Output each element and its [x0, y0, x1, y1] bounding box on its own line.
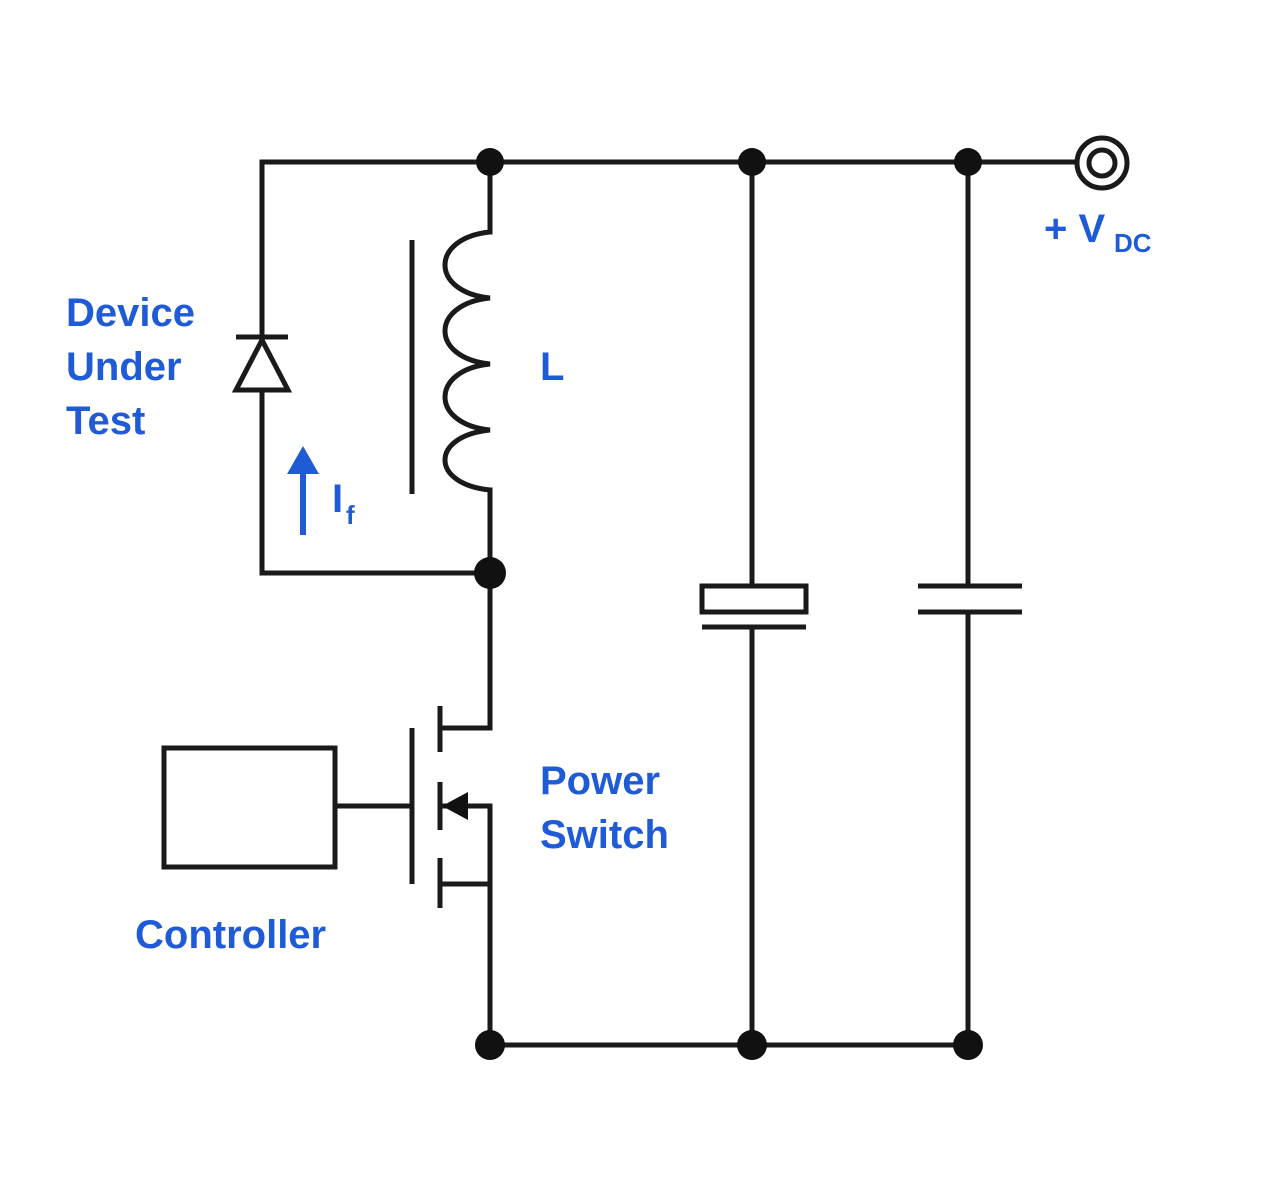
dut-branch-wires [259, 159, 493, 576]
node-mid [474, 557, 506, 589]
current-label: I [332, 477, 343, 521]
n-channel-mosfet-icon [335, 570, 493, 1048]
node-top-inductor [476, 148, 504, 176]
dut-label-line1: Device [66, 291, 195, 335]
inductor-coil-icon [409, 159, 493, 576]
dut-label-line2: Under [66, 345, 182, 389]
supply-label: + V [1044, 207, 1105, 251]
current-label-subscript: f [346, 500, 355, 530]
junction-nodes [474, 148, 983, 1060]
node-bottom-cap1 [737, 1030, 767, 1060]
inductor-label: L [540, 345, 564, 389]
polarized-capacitor-icon [699, 159, 809, 1048]
diode-icon [231, 334, 293, 393]
double-ring-terminal-icon [1074, 135, 1130, 191]
node-top-cap1 [738, 148, 766, 176]
up-arrow-icon [287, 446, 319, 535]
controller-label: Controller [135, 913, 326, 957]
node-bottom-cap2 [953, 1030, 983, 1060]
node-bottom-switch [475, 1030, 505, 1060]
dut-label-line3: Test [66, 399, 145, 443]
switch-label-line1: Power [540, 759, 660, 803]
node-top-cap2 [954, 148, 982, 176]
switch-label-line2: Switch [540, 813, 669, 857]
controller-box [161, 745, 338, 870]
supply-label-subscript: DC [1114, 228, 1152, 258]
capacitor-icon [918, 159, 1022, 1048]
